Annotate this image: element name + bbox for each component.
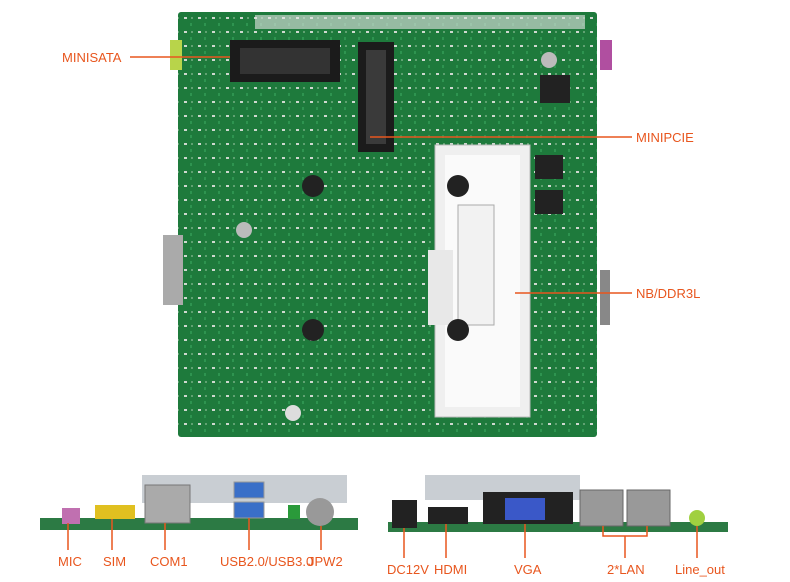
io-panel-left	[40, 475, 358, 530]
label-vga: VGA	[514, 562, 542, 577]
usb3-port-top	[233, 481, 265, 499]
board-top-view	[163, 12, 612, 437]
label-minisata: MINISATA	[62, 50, 122, 65]
vga-header	[163, 235, 183, 305]
com1-port	[144, 484, 191, 524]
hdmi-port	[428, 507, 468, 524]
io-leaders	[67, 518, 698, 558]
lan-port-1	[579, 489, 624, 527]
lan-port-2	[626, 489, 671, 527]
screw-icon	[236, 52, 557, 421]
jpw2-connector	[306, 498, 334, 526]
board-label-sticker	[457, 204, 495, 326]
audio-jack-pink	[600, 40, 612, 70]
label-jpw2: JPW2	[308, 554, 343, 569]
cpu-label-sticker	[428, 250, 453, 325]
line-out-jack	[689, 510, 705, 526]
sim-slot	[95, 505, 135, 519]
label-2lan: 2*LAN	[607, 562, 645, 577]
mic-jack	[62, 508, 80, 524]
label-line-out: Line_out	[675, 562, 725, 577]
vga-port	[505, 498, 545, 520]
power-button	[288, 505, 300, 519]
io-panel-right	[388, 475, 728, 532]
pin-header-top	[255, 15, 585, 29]
usb3-port-bottom	[233, 501, 265, 519]
label-com1: COM1	[150, 554, 188, 569]
label-ddr3l: NB/DDR3L	[636, 286, 700, 301]
label-mic: MIC	[58, 554, 82, 569]
audio-jack-green	[170, 40, 182, 70]
label-hdmi: HDMI	[434, 562, 467, 577]
label-minipcie: MINIPCIE	[636, 130, 694, 145]
label-usb: USB2.0/USB3.0	[220, 554, 313, 569]
label-sim: SIM	[103, 554, 126, 569]
label-dc12v: DC12V	[387, 562, 429, 577]
dc12v-jack	[392, 500, 417, 528]
